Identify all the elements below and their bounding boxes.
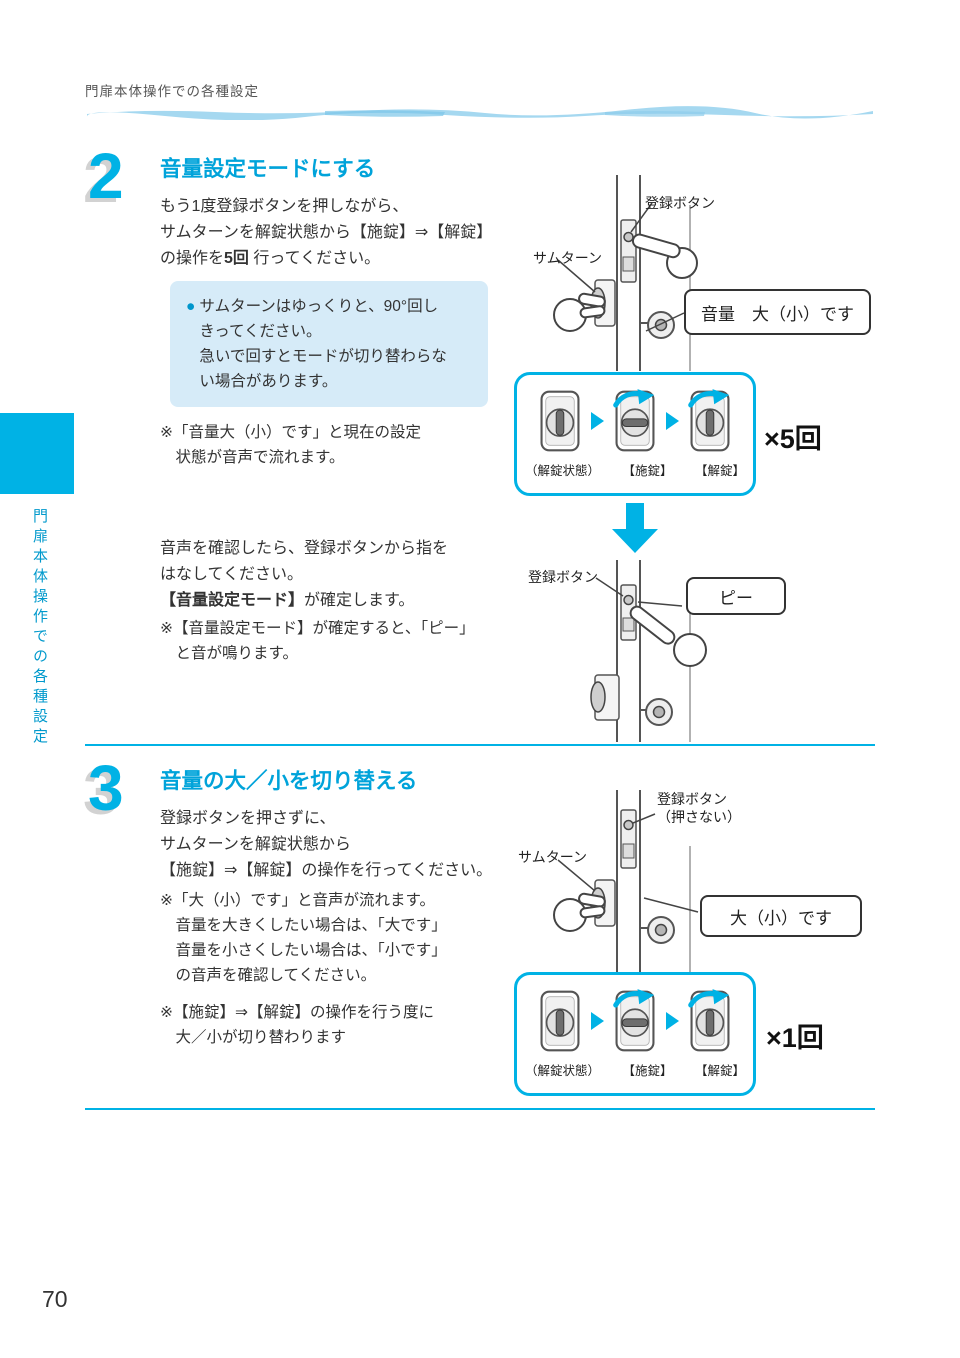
- step2-confirm-text: 音声を確認したら、登録ボタンから指を はなしてください。 【音量設定モード】が確…: [160, 536, 510, 614]
- step3-register-button-label: 登録ボタン （押さない）: [657, 791, 741, 825]
- step3-thumbturn-label: サムターン: [518, 849, 588, 865]
- step2-number: 2: [88, 140, 124, 212]
- bullet-icon: ●: [186, 298, 196, 315]
- step3-note1: ※「大（小）です」と音声が流れます。 音量を大きくしたい場合は、「大です」 音量…: [160, 892, 447, 984]
- page-header-breadcrumb: 門扉本体操作での各種設定: [85, 84, 259, 99]
- step3-lock-sequence-box: （解錠状態） 【施錠】 【解錠】: [514, 972, 756, 1096]
- step3-repeat-count: ×1回: [766, 1023, 824, 1053]
- step2-repeat-count: ×5回: [764, 424, 822, 454]
- step3-instruction: 登録ボタンを押さずに、 サムターンを解錠状態から 【施錠】⇒【解錠】の操作を行っ…: [160, 810, 493, 879]
- step3-number: 3: [88, 752, 124, 824]
- step3-title: 音量の大／小を切り替える: [160, 769, 418, 793]
- step2-confirm-bold: 【音量設定モード】: [160, 592, 305, 609]
- step2-instruction-bold: 5回: [224, 250, 249, 267]
- page-number: 70: [42, 1286, 68, 1312]
- lock-unlocking-icon: [684, 989, 736, 1053]
- lock-locking-icon: [609, 389, 661, 453]
- seq-label-unlock: 【解錠】: [694, 1064, 745, 1078]
- sidebar-section-label: 門扉本体操作での各種設定: [31, 508, 48, 748]
- seq-label-unlocked: （解錠状態）: [525, 464, 601, 478]
- step2-info-text: サムターンはゆっくりと、90°回し きってください。 急いで回すとモードが切り替…: [199, 298, 447, 390]
- step2-lock-sequence-box: （解錠状態） 【施錠】 【解錠】: [514, 372, 756, 496]
- door-lock-diagram-step2: [553, 175, 698, 371]
- step2-voice-bubble: 音量 大（小）です: [684, 289, 871, 335]
- down-arrow-icon: [612, 503, 658, 553]
- step2-confirm-pre: 音声を確認したら、登録ボタンから指を はなしてください。: [160, 540, 449, 583]
- seq-label-lock: 【施錠】: [622, 464, 673, 478]
- step2-title: 音量設定モードにする: [160, 157, 376, 181]
- lock-locking-icon: [609, 989, 661, 1053]
- door-lock-diagram-step2-confirm: [590, 560, 707, 742]
- arrow-right-icon: [666, 412, 679, 430]
- lock-sequence-icons: [534, 389, 736, 453]
- arrow-right-icon: [591, 1012, 604, 1030]
- step2-register-button-label: 登録ボタン: [645, 195, 715, 211]
- lock-unlocked-state-icon: [534, 389, 586, 453]
- section-divider: [85, 744, 875, 746]
- lock-sequence-icons: [534, 989, 736, 1053]
- seq-label-unlocked: （解錠状態）: [525, 1064, 601, 1078]
- arrow-right-icon: [666, 1012, 679, 1030]
- brushstroke-divider: [86, 106, 873, 120]
- lock-unlocked-state-icon: [534, 989, 586, 1053]
- step2-instruction-text: もう1度登録ボタンを押しながら、 サムターンを解錠状態から【施錠】⇒【解錠】 の…: [160, 198, 493, 267]
- seq-label-unlock: 【解錠】: [694, 464, 745, 478]
- step2-info-box: ● サムターンはゆっくりと、90°回し きってください。 急いで回すとモードが切…: [170, 281, 488, 407]
- step2-note1: ※「音量大（小）です」と現在の設定 状態が音声で流れます。: [160, 424, 421, 466]
- arrow-right-icon: [591, 412, 604, 430]
- section-divider-bottom: [85, 1108, 875, 1110]
- step2-instruction-tail: 行ってください。: [248, 250, 381, 267]
- step2-thumbturn-label: サムターン: [533, 250, 603, 266]
- step2-register-button-label2: 登録ボタン: [528, 569, 598, 585]
- step2-instruction: もう1度登録ボタンを押しながら、 サムターンを解錠状態から【施錠】⇒【解錠】 の…: [160, 194, 510, 272]
- step3-voice-bubble: 大（小）です: [700, 895, 862, 937]
- step2-beep-bubble: ピー: [686, 577, 786, 615]
- lock-sequence-labels: （解錠状態） 【施錠】 【解錠】: [517, 460, 753, 479]
- sidebar-color-block: [0, 413, 74, 494]
- door-lock-diagram-step3: [553, 790, 699, 984]
- lock-sequence-labels: （解錠状態） 【施錠】 【解錠】: [517, 1060, 753, 1079]
- step3-note2: ※【施錠】⇒【解錠】の操作を行う度に 大／小が切り替わります: [160, 1004, 434, 1046]
- step2-confirm-tail: が確定します。: [304, 592, 415, 609]
- lock-unlocking-icon: [684, 389, 736, 453]
- seq-label-lock: 【施錠】: [622, 1064, 673, 1078]
- step2-note2: ※【音量設定モード】が確定すると、「ピー」 と音が鳴ります。: [160, 620, 475, 662]
